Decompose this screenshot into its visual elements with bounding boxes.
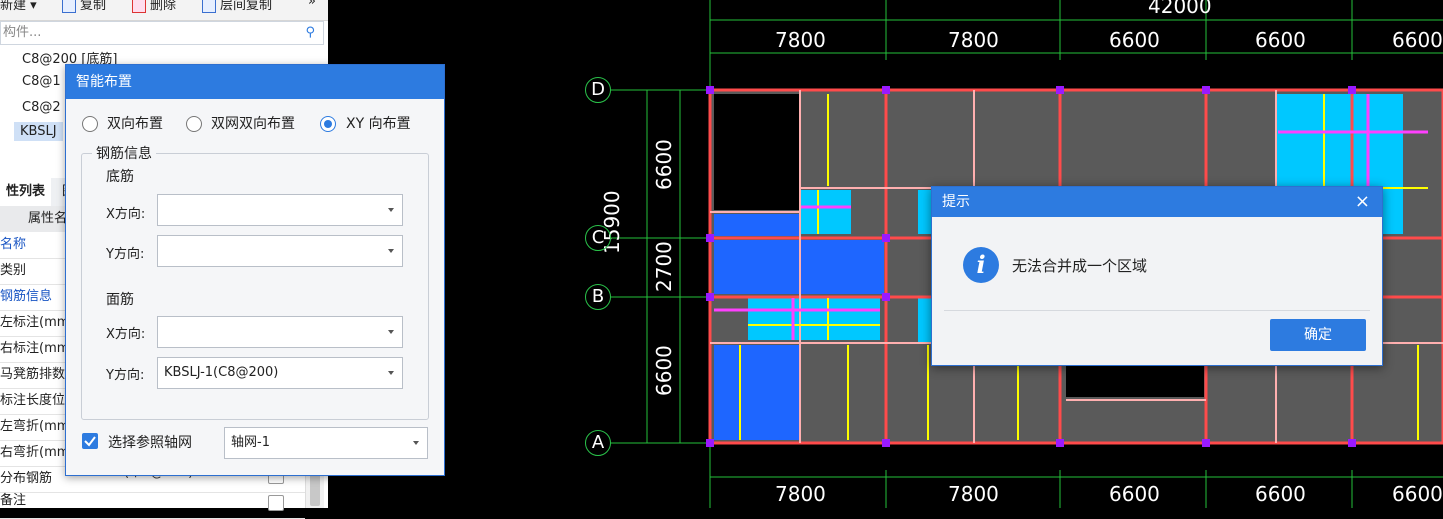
chevron-down-icon [388,330,394,334]
chevron-down-icon [413,441,419,445]
tip-titlebar[interactable]: 提示 × [932,187,1382,217]
radio-bidirectional-label[interactable]: 双向布置 [107,116,163,132]
more-button[interactable]: » [308,0,316,9]
delete-label: 删除 [150,0,177,13]
property-row[interactable]: 备注 [0,492,305,519]
reference-axis-label[interactable]: 选择参照轴网 [108,435,192,451]
property-name: 类别 [0,263,27,278]
bottom-y-select[interactable] [157,235,403,267]
component-search-input[interactable]: 构件... ⚲ [0,21,324,45]
dim-bottom-span-3: 6600 [1109,482,1160,506]
dim-bottom-span-2: 7800 [948,482,999,506]
close-icon[interactable]: × [1354,191,1370,212]
floor-copy-icon [202,0,216,13]
property-name: 备注 [0,493,27,508]
rebar-info-group [81,153,429,420]
chevron-down-icon [388,208,394,212]
bottom-rebar-label: 底筋 [106,169,134,185]
top-x-label: X方向: [106,327,146,342]
copy-icon [62,0,76,13]
delete-icon [132,0,146,13]
tab-property-list[interactable]: 性列表 [0,178,52,206]
dim-vertical-span-3: 6600 [652,345,676,396]
property-name: 马凳筋排数 [0,367,66,382]
component-toolbar: 新建 ▾ 复制 删除 层间复制 » [0,0,328,21]
top-y-label: Y方向: [106,368,145,383]
dim-top-span-1: 7800 [775,28,826,52]
floor-copy-label: 层间复制 [220,0,273,13]
top-y-select[interactable]: KBSLJ-1(C8@200) [157,357,403,389]
axis-grid-select[interactable]: 轴网-1 [224,427,428,459]
radio-xy[interactable] [320,116,336,132]
top-y-value: KBSLJ-1(C8@200) [164,365,279,380]
axis-label-c: C [585,225,611,251]
dim-bottom-span-1: 7800 [775,482,826,506]
dim-vertical-span-1: 6600 [652,139,676,190]
radio-xy-label[interactable]: XY 向布置 [346,116,411,132]
tree-item-2[interactable]: C8@1 [22,74,61,89]
reference-axis-checkbox[interactable] [82,433,98,449]
radio-double-net-label[interactable]: 双网双向布置 [211,116,295,132]
axis-label-a: A [585,430,611,456]
dim-top-span-3: 6600 [1109,28,1160,52]
bottom-x-select[interactable] [157,194,403,226]
info-icon: i [963,247,999,283]
smart-layout-dialog: 智能布置 双向布置 双网双向布置 XY 向布置 钢筋信息 底筋 X方向: Y方向… [65,64,445,476]
dim-vertical-span-2: 2700 [652,241,676,292]
tip-divider [944,310,1370,311]
dim-top-span-2: 7800 [948,28,999,52]
rebar-info-group-title: 钢筋信息 [92,143,156,163]
chevron-down-icon [388,371,394,375]
axis-label-d: D [585,77,611,103]
tree-item-3[interactable]: C8@2 [22,100,61,115]
search-icon[interactable]: ⚲ [305,25,315,40]
floor-copy-button[interactable]: 层间复制 [202,0,272,13]
top-rebar-label: 面筋 [106,292,134,308]
bottom-x-label: X方向: [106,207,146,222]
new-label: 新建 [0,0,27,13]
smart-layout-titlebar[interactable]: 智能布置 [66,65,444,99]
axis-grid-value: 轴网-1 [231,435,270,450]
bottom-y-label: Y方向: [106,247,145,262]
dim-bottom-span-4: 6600 [1255,482,1306,506]
radio-bidirectional[interactable] [82,116,98,132]
tip-title: 提示 [942,194,970,210]
copy-label: 复制 [80,0,107,13]
chevron-down-icon [388,249,394,253]
property-name: 分布钢筋 [0,471,53,486]
delete-button[interactable]: 删除 [132,0,176,13]
tree-item-4-selected[interactable]: KBSLJ [14,122,63,141]
property-name: 左标注(mm [0,315,70,330]
search-placeholder: 构件... [3,25,42,40]
dim-total-top: 42000 [1148,0,1212,18]
property-name: 右弯折(mm [0,445,70,460]
radio-double-net[interactable] [186,116,202,132]
tip-dialog: 提示 × i 无法合并成一个区域 确定 [931,186,1383,366]
property-name: 右标注(mm [0,341,70,356]
axis-label-b: B [585,284,611,310]
dim-top-span-5: 6600 [1392,28,1443,52]
tree-item-1[interactable]: C8@200 [底筋] [22,52,118,67]
property-name: 标注长度位 [0,393,66,408]
copy-button[interactable]: 复制 [62,0,106,13]
smart-layout-title: 智能布置 [76,74,132,90]
property-name-header: 属性名 [28,211,68,226]
new-button[interactable]: 新建 ▾ [0,0,37,13]
property-name: 名称 [0,237,27,252]
tip-message: 无法合并成一个区域 [1012,257,1148,275]
dim-bottom-span-5: 6600 [1392,482,1443,506]
dim-top-span-4: 6600 [1255,28,1306,52]
check-icon [84,436,96,447]
property-name: 左弯折(mm [0,419,70,434]
property-checkbox[interactable] [268,495,284,511]
ok-button[interactable]: 确定 [1270,319,1366,351]
property-name: 钢筋信息 [0,289,53,304]
top-x-select[interactable] [157,316,403,348]
